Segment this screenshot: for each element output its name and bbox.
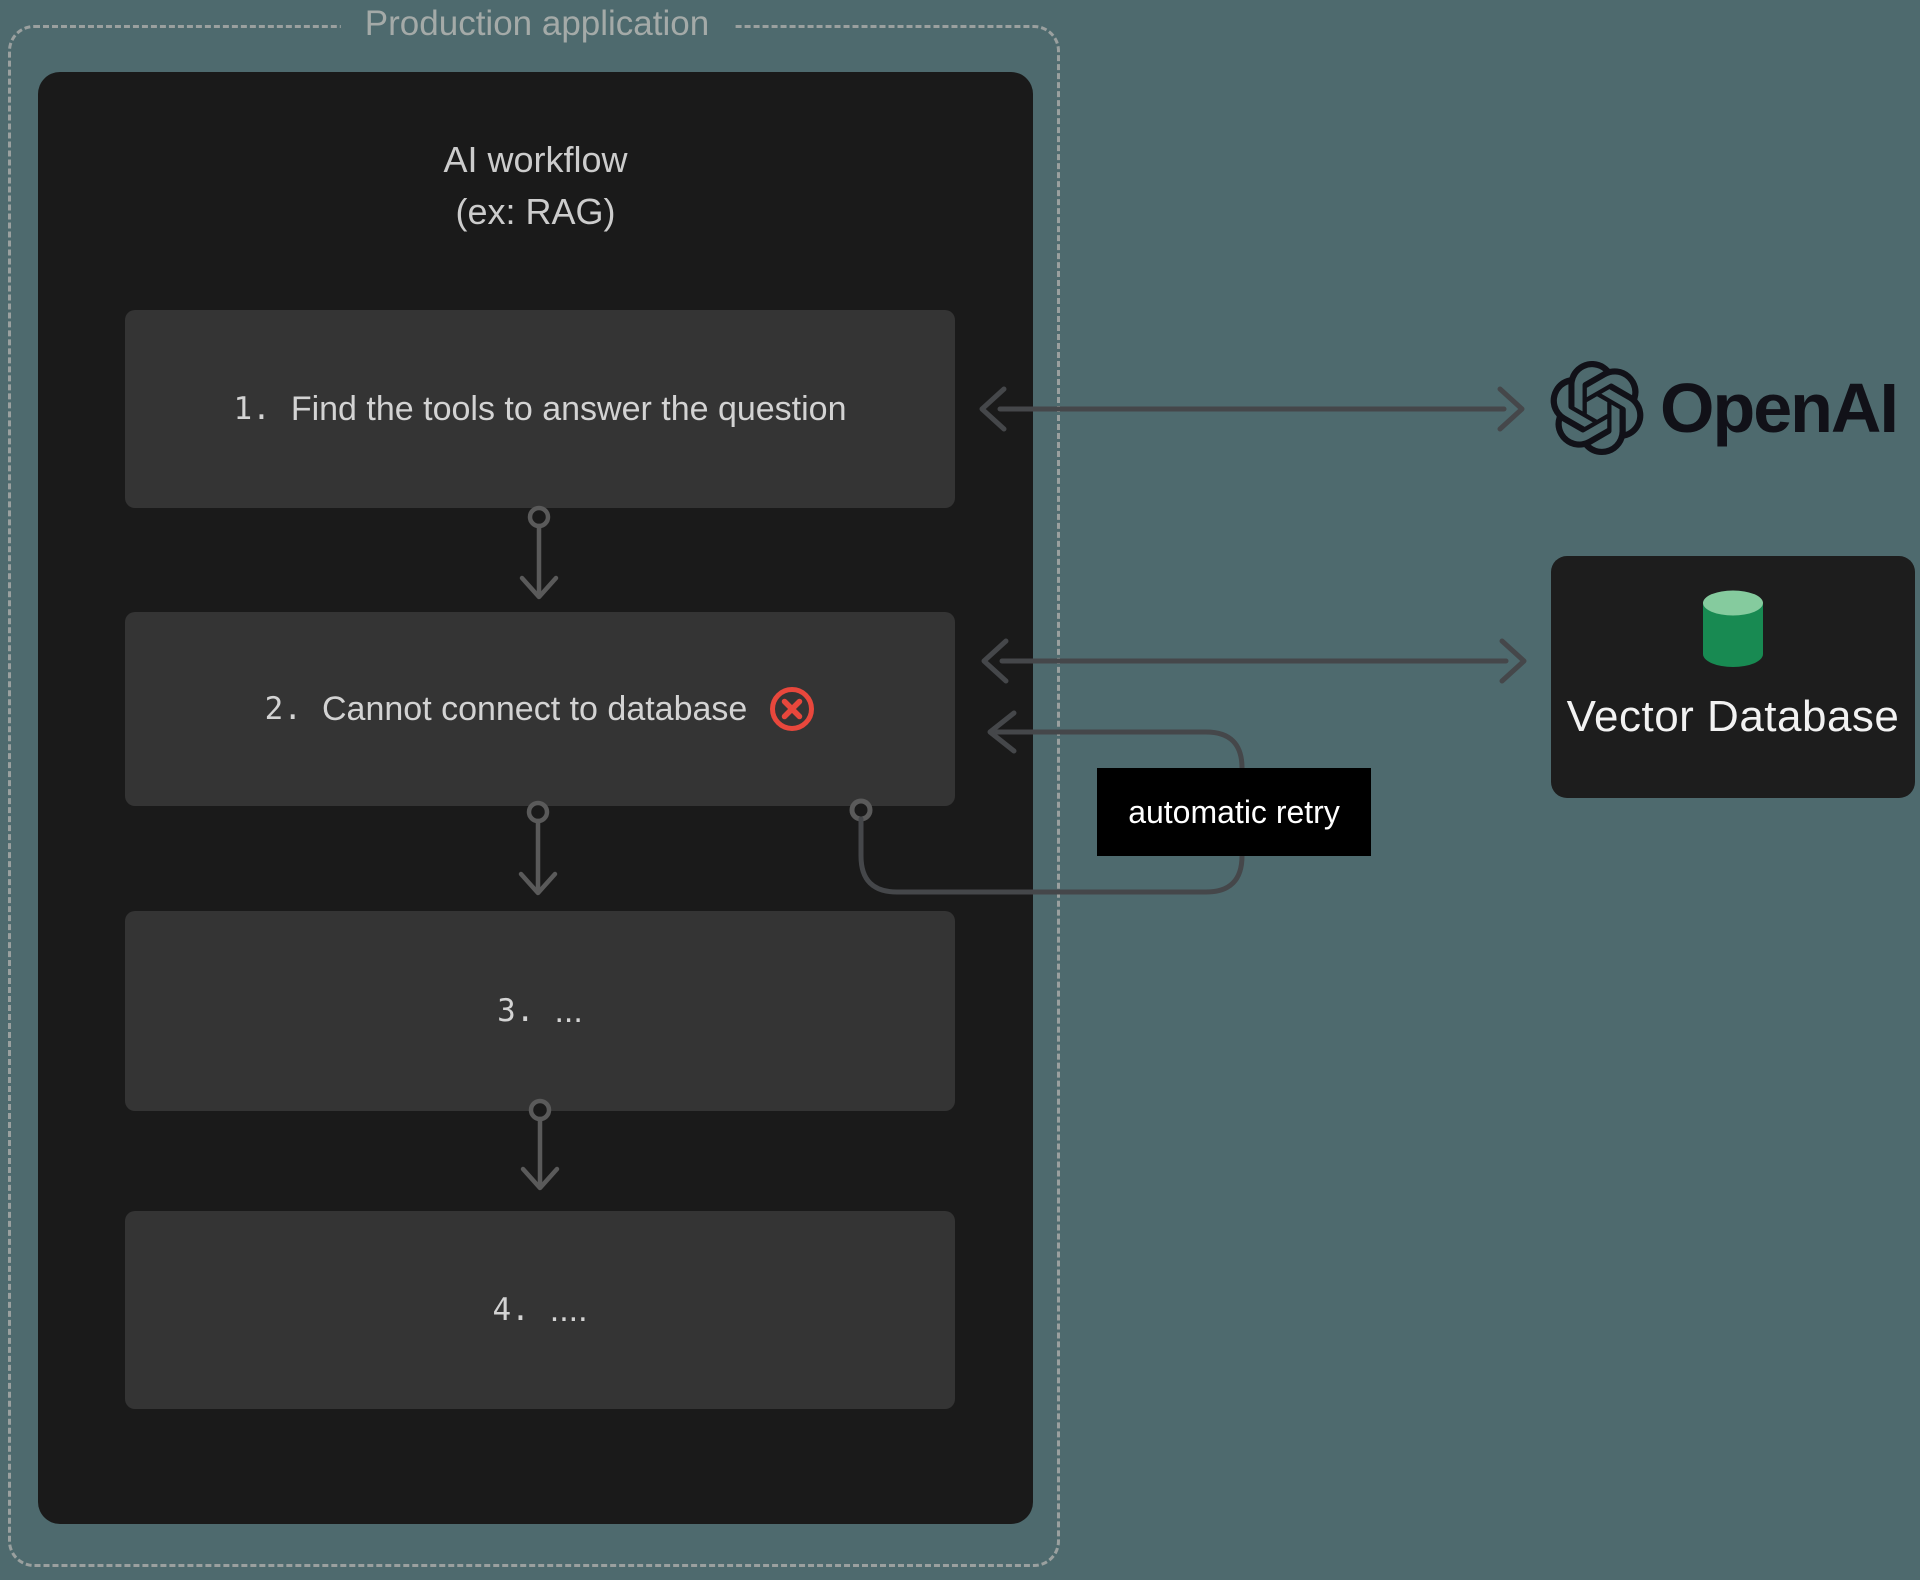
step-4-number: 4. [492, 1292, 530, 1328]
arrow-step2-vectordb [981, 638, 1527, 684]
vector-database-card: Vector Database [1551, 556, 1915, 798]
step-1-box: 1. Find the tools to answer the question [125, 310, 955, 508]
workflow-title: AI workflow (ex: RAG) [38, 134, 1033, 238]
step-2-label: Cannot connect to database [322, 689, 748, 728]
database-cylinder-icon [1703, 590, 1763, 667]
step-3-box: 3. ... [125, 911, 955, 1111]
error-circle-x-icon [770, 687, 815, 731]
production-boundary-label: Production application [340, 2, 734, 46]
step-2-box: 2. Cannot connect to database [125, 612, 955, 806]
step-1-label: Find the tools to answer the question [290, 389, 847, 428]
step-1-number: 1. [233, 391, 271, 427]
openai-logo: OpenAI [1550, 352, 1899, 464]
step-4-label: .... [549, 1290, 588, 1329]
step-2-number: 2. [264, 691, 302, 727]
vector-database-label: Vector Database [1566, 692, 1900, 741]
step-4-box: 4. .... [125, 1211, 955, 1409]
arrow-step1-openai [979, 386, 1525, 432]
openai-wordmark: OpenAI [1660, 369, 1899, 447]
workflow-title-line1: AI workflow [443, 139, 628, 180]
automatic-retry-label: automatic retry [1097, 768, 1371, 856]
workflow-title-line2: (ex: RAG) [455, 191, 616, 232]
step-3-number: 3. [497, 993, 535, 1029]
step-3-label: ... [554, 991, 583, 1030]
openai-icon [1550, 361, 1644, 455]
